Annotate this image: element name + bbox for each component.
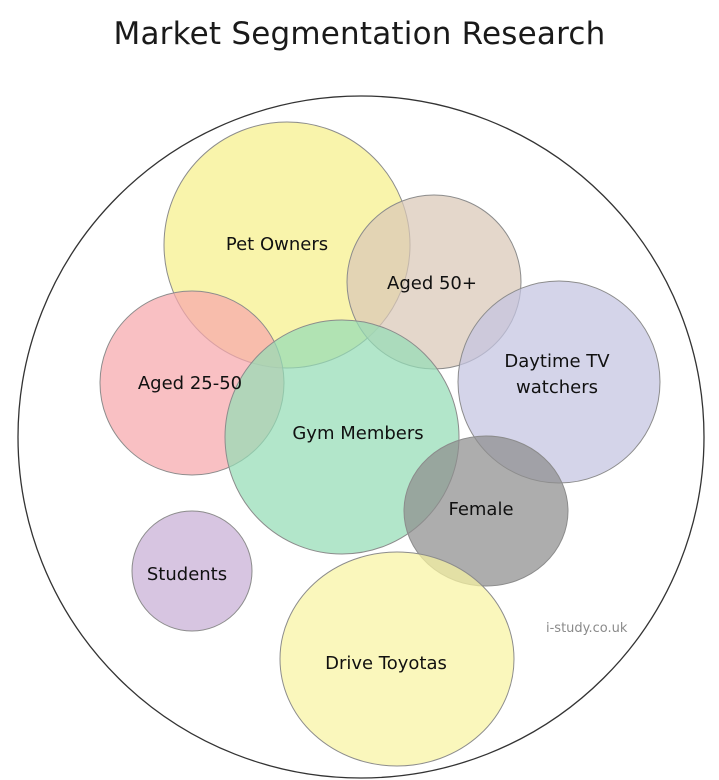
segment-label-drive-toyotas: Drive Toyotas <box>325 653 447 674</box>
segment-label-line: Gym Members <box>292 423 423 444</box>
segment-circle-female <box>403 435 569 587</box>
segments-layer <box>99 121 661 767</box>
segment-label-line: Pet Owners <box>226 234 328 255</box>
segment-circle-drive-toyotas <box>279 551 515 767</box>
segment-label-line: Daytime TV <box>504 351 610 372</box>
market-boundary <box>17 95 705 779</box>
page-title: Market Segmentation Research <box>113 16 606 52</box>
segment-label-line: Aged 50+ <box>387 273 477 294</box>
segment-label-aged-25-50: Aged 25-50 <box>138 373 242 394</box>
segment-label-line: Aged 25-50 <box>138 373 242 394</box>
segment-circle-students <box>131 510 253 632</box>
segment-label-pet-owners: Pet Owners <box>226 234 328 255</box>
segment-label-line: Female <box>448 499 513 520</box>
segment-label-gym-members: Gym Members <box>292 423 423 444</box>
segment-label-line: watchers <box>516 377 598 398</box>
segment-label-line: Drive Toyotas <box>325 653 447 674</box>
watermark-text: i-study.co.uk <box>546 621 628 636</box>
segment-label-female: Female <box>448 499 513 520</box>
segment-label-daytime-tv-watchers: Daytime TV watchers <box>504 351 610 398</box>
segment-label-students: Students <box>147 564 227 585</box>
segment-circle-gym-members <box>224 319 460 555</box>
segment-label-line: Students <box>147 564 227 585</box>
segment-label-aged-50-plus: Aged 50+ <box>387 273 477 294</box>
